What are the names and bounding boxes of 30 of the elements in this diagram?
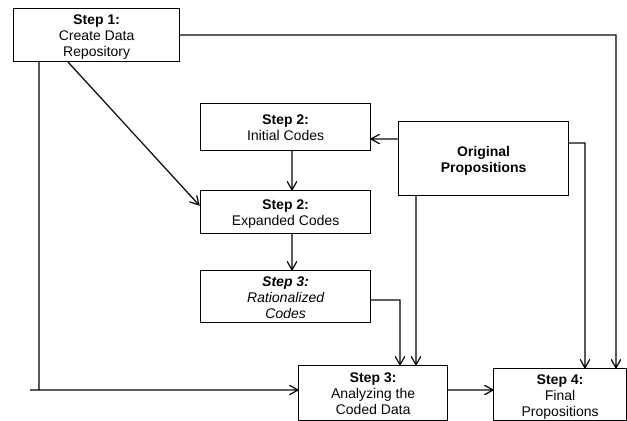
step-heading: Step 3: xyxy=(350,369,396,385)
process-box xyxy=(200,103,371,151)
process-box xyxy=(200,190,371,234)
step-description: Final Propositions xyxy=(520,386,600,418)
step-description: Create Data Repository xyxy=(58,27,136,59)
step-description: Expanded Codes xyxy=(232,212,340,228)
process-box xyxy=(398,121,569,196)
arrow xyxy=(448,384,494,396)
step-heading: Step 2: xyxy=(262,196,309,212)
step-description: Initial Codes xyxy=(246,127,324,143)
arrow xyxy=(410,196,422,366)
arrow xyxy=(370,133,398,145)
step-heading: Step 4: xyxy=(536,370,584,386)
step-description: Analyzing the Coded Data xyxy=(330,385,416,417)
arrow xyxy=(569,142,591,369)
step-heading: Step 1: xyxy=(73,11,120,27)
arrow xyxy=(68,62,200,206)
step-heading: Original Propositions xyxy=(440,142,526,174)
arrow xyxy=(371,299,406,366)
process-box xyxy=(493,368,627,421)
process-box xyxy=(13,8,180,62)
arrow xyxy=(180,34,622,369)
process-box xyxy=(200,270,371,323)
step-heading: Step 3: xyxy=(262,272,309,288)
step-description: Rationalized Codes xyxy=(246,288,324,320)
step-heading: Step 2: xyxy=(262,111,309,127)
arrow xyxy=(286,234,298,271)
arrow xyxy=(286,151,298,191)
process-box xyxy=(298,365,448,421)
arrow xyxy=(38,62,299,396)
